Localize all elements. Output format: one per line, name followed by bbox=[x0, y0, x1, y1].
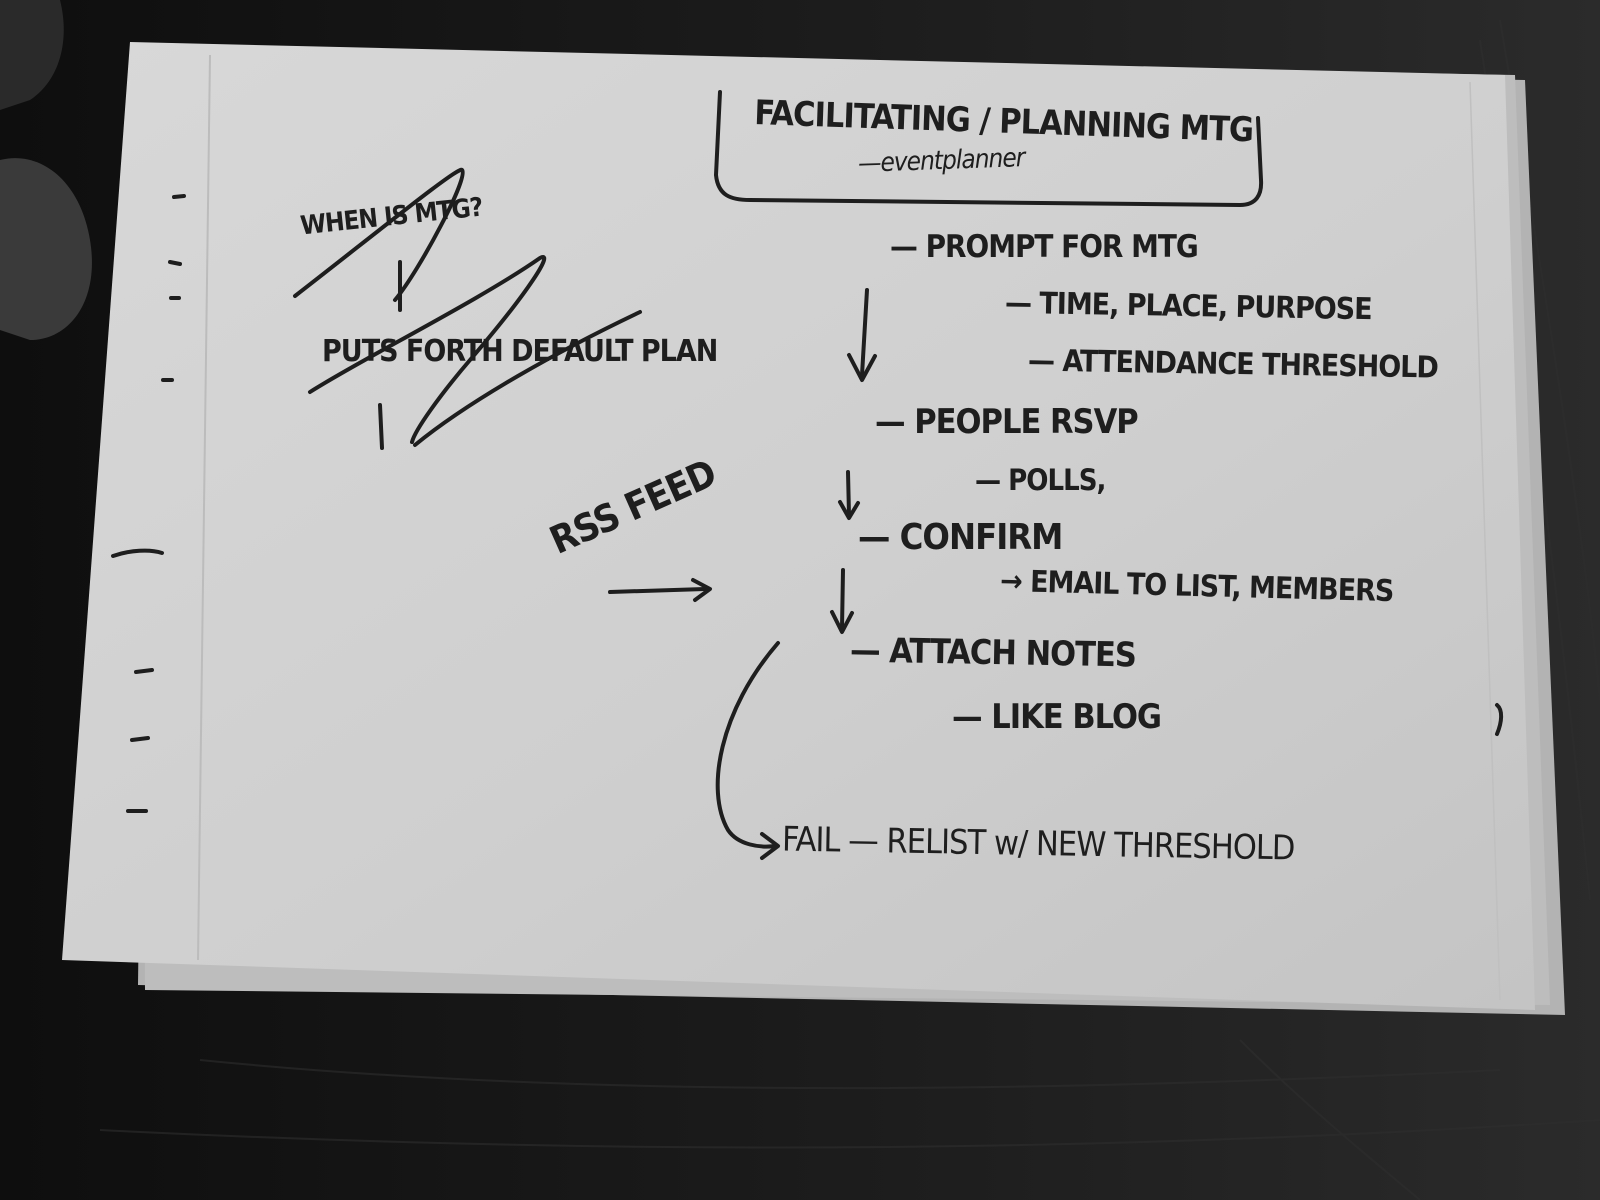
note-detail-attendance: — ATTENDANCE THRESHOLD bbox=[1027, 343, 1439, 386]
crossout-scribble bbox=[293, 167, 642, 450]
rss-arrow bbox=[608, 578, 712, 602]
flow-arrow-2 bbox=[838, 470, 860, 520]
note-detail-polls: — POLLS, bbox=[975, 463, 1106, 497]
title-box bbox=[714, 90, 1264, 207]
note-step-confirm: — CONFIRM bbox=[858, 517, 1063, 558]
note-crossed-default: PUTS FORTH DEFAULT PLAN bbox=[322, 334, 718, 369]
flow-arrow-1 bbox=[847, 288, 877, 382]
note-subtitle: —eventplanner bbox=[857, 143, 1025, 179]
note-detail-time: — TIME, PLACE, PURPOSE bbox=[1004, 285, 1372, 328]
note-step-rsvp: — PEOPLE RSVP bbox=[875, 402, 1139, 442]
fail-loop-arrow bbox=[715, 641, 780, 860]
note-step-fail: FAIL — RELIST w/ NEW THRESHOLD bbox=[781, 819, 1295, 869]
flow-arrow-3 bbox=[830, 568, 854, 634]
note-step-prompt: — PROMPT FOR MTG bbox=[890, 229, 1199, 265]
dark-object bbox=[0, 0, 64, 110]
paper-sheet-front bbox=[62, 42, 1535, 1010]
glove-object bbox=[0, 158, 92, 340]
note-step-attach: — ATTACH NOTES bbox=[849, 630, 1137, 676]
note-detail-blog: — LIKE BLOG bbox=[952, 697, 1162, 737]
margin-ticks bbox=[111, 194, 1504, 813]
